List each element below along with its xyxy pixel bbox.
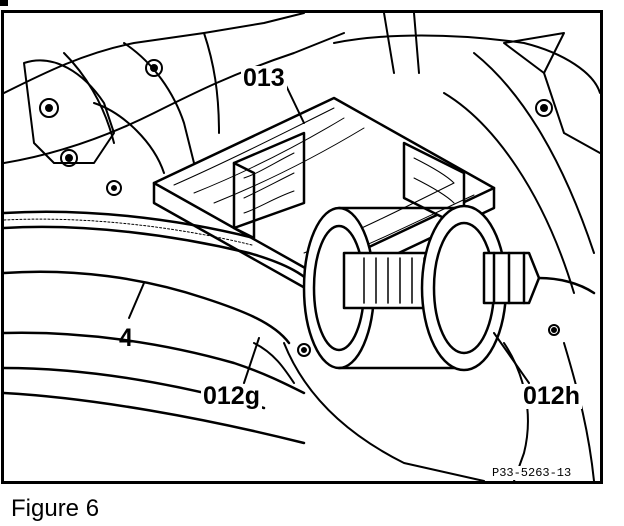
top-edge-mark [0,0,8,6]
figure-reference-code: P33-5263-13 [492,466,572,480]
figure-caption: Figure 6 [11,495,100,522]
wooden-block-013 [152,96,496,295]
part-label-013: 013 [241,64,287,92]
suspension-illustration [4,13,600,481]
part-label-012h: 012h [521,382,582,410]
part-label-012g: 012g [201,382,262,410]
puller-tool-012h [302,204,596,372]
figure-frame: 013 4 012g 012h P33-5263-13 [1,10,603,484]
chassis-outline [4,13,600,294]
part-label-4: 4 [119,324,133,352]
upper-bracket [23,59,553,196]
